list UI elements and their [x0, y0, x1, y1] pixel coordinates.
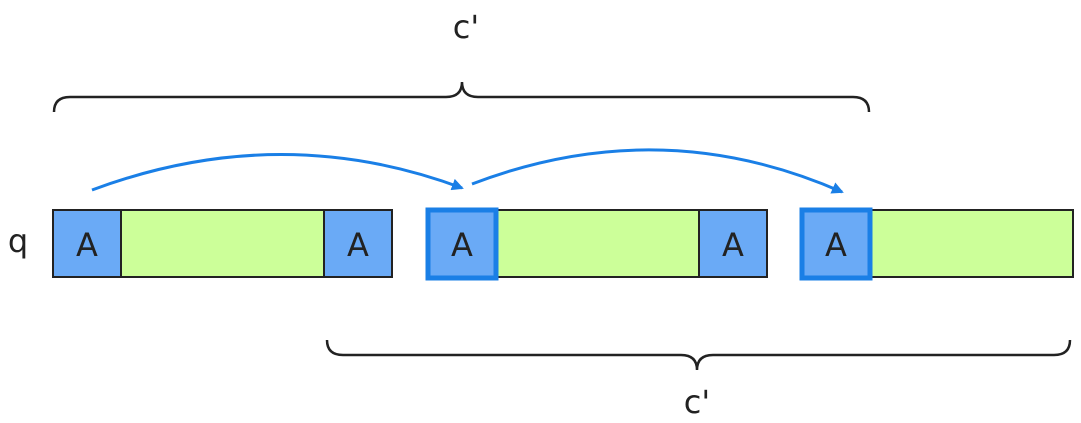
segment-3-left-cell-label: A — [825, 226, 847, 264]
segment-2: A A — [425, 207, 768, 281]
segment-2-right-cell-label: A — [722, 226, 744, 264]
segment-3-left-cell — [799, 207, 873, 281]
segment-1-right-cell — [323, 209, 393, 278]
arrow-seg1-to-seg2 — [91, 153, 464, 192]
segment-1-left-cell — [52, 209, 122, 278]
bottom-brace-label: c' — [684, 383, 710, 421]
segment-2-right-cell — [698, 209, 768, 278]
segment-1: A A — [52, 209, 393, 278]
arrow-seg2-to-seg3 — [471, 148, 844, 194]
bottom-brace — [325, 339, 1072, 371]
segment-3: A — [799, 207, 1074, 281]
segment-2-left-cell — [425, 207, 499, 281]
segment-1-left-cell-label: A — [76, 226, 98, 264]
segment-1-right-cell-label: A — [347, 226, 369, 264]
segment-2-left-cell-label: A — [451, 226, 473, 264]
top-brace — [52, 81, 871, 113]
row-label: q — [8, 222, 28, 260]
top-brace-label: c' — [453, 8, 479, 46]
